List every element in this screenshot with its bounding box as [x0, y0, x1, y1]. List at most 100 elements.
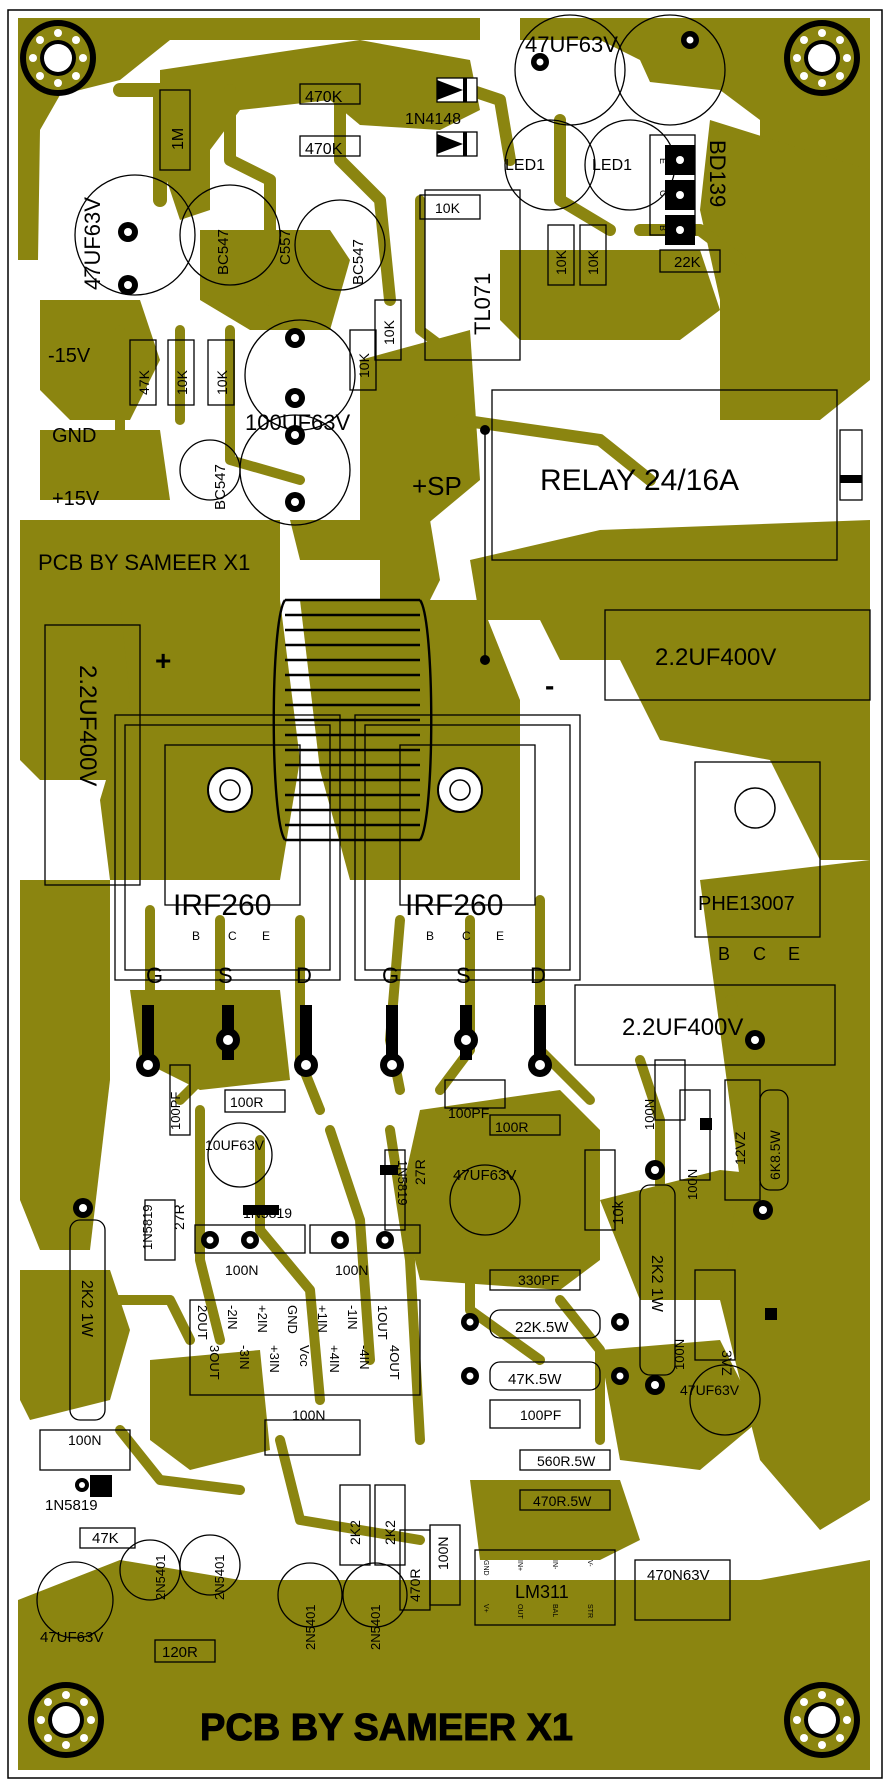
label-mosfet-right-g: G — [382, 963, 399, 988]
label-r-2k2-b: 2K2 — [382, 1520, 398, 1545]
label-mosfet-left-e: E — [262, 929, 270, 943]
label-neg15: -15V — [48, 345, 91, 367]
label-r-10k-top: 10K — [435, 200, 461, 216]
label-r-27r-b: 27R — [412, 1159, 428, 1185]
label-ic-pin-vcc: Vcc — [297, 1345, 312, 1367]
label-mosfet-left-d: D — [296, 963, 312, 988]
label-lm311-out: OUT — [516, 1604, 523, 1620]
label-bd139-pin-b: B — [658, 225, 668, 231]
label-r-27r-a: 27R — [171, 1204, 187, 1230]
label-bc547-c: BC547 — [212, 464, 229, 510]
label-bd139: BD139 — [705, 140, 730, 207]
label-r-47k-a: 47K — [136, 369, 152, 395]
label-cap-2u2-left: 2.2UF400V — [74, 665, 101, 786]
label-cap-100uf: 100UF63V — [245, 410, 351, 435]
label-ic-pin-3inn: -3IN — [237, 1345, 252, 1370]
label-mosfet-left-b: B — [192, 929, 200, 943]
label-ic-pin-2out: 2OUT — [195, 1305, 210, 1340]
label-r-22k-5w: 22K.5W — [515, 1319, 569, 1336]
label-r-2k2-1w-a: 2K2 1W — [78, 1280, 95, 1338]
label-diode-1n4148: 1N4148 — [405, 111, 461, 128]
label-2n5401-b: 2N5401 — [212, 1554, 227, 1600]
label-ic-pin-3inp: +3IN — [267, 1345, 282, 1373]
label-ic-pin-4out: 4OUT — [387, 1345, 402, 1380]
label-mosfet-left: IRF260 — [173, 889, 271, 922]
label-cap-100pf-a: 100PF — [168, 1092, 183, 1130]
label-r-100r-a: 100R — [230, 1094, 263, 1110]
label-pos15: +15V — [52, 488, 100, 510]
label-led1-a: LED1 — [505, 157, 545, 174]
label-r-10k-v1: 10K — [553, 249, 569, 275]
label-r-470k-a: 470K — [305, 89, 343, 106]
label-cap-330pf: 330PF — [518, 1272, 559, 1288]
label-mosfet-right-d: D — [530, 963, 546, 988]
label-zener-12v: 12VZ — [732, 1131, 748, 1165]
label-lm311-str: STR — [586, 1604, 593, 1618]
label-2n5401-d: 2N5401 — [368, 1604, 383, 1650]
label-cap-100n-fl: 100N — [68, 1432, 101, 1448]
label-ic-pin-2inn: -2IN — [225, 1305, 240, 1330]
label-mosfet-left-s: S — [218, 963, 233, 988]
label-lm311-vneg: V- — [586, 1560, 593, 1567]
label-supply-plus: + — [155, 645, 171, 676]
label-mosfet-right-s: S — [456, 963, 471, 988]
label-r-10k-v3: 10K — [381, 319, 397, 345]
label-ic-pin-3out: 3OUT — [207, 1345, 222, 1380]
label-cap-47uf-mid: 47UF63V — [453, 1167, 516, 1184]
label-cap-47uf-top: 47UF63V — [525, 32, 618, 57]
label-r-2k2-a: 2K2 — [347, 1520, 363, 1545]
mounting-hole-tl — [20, 20, 96, 96]
label-lm311-vpos: V+ — [482, 1604, 489, 1613]
mounting-hole-bl — [28, 1682, 104, 1758]
label-ic-pin-1out: 1OUT — [375, 1305, 390, 1340]
label-2n5401-c: 2N5401 — [303, 1604, 318, 1650]
label-d-1n5819-c: 1N5819 — [395, 1160, 410, 1206]
label-cap-47uf-right: 47UF63V — [680, 1382, 740, 1398]
component-outlines — [36, 14, 871, 1663]
label-mosfet-right-c: C — [462, 929, 471, 943]
label-cap-100n-d: 100N — [685, 1169, 700, 1200]
label-phe-pin-e: E — [788, 944, 800, 964]
label-cap-100n-g: 100N — [435, 1537, 451, 1570]
label-cap-2u2-right: 2.2UF400V — [655, 644, 776, 671]
label-ic-pin-1inn: -1IN — [345, 1305, 360, 1330]
label-r-2k2-1w-b: 2K2 1W — [648, 1255, 665, 1313]
label-d-1n5819-b: 1N5819 — [243, 1205, 292, 1221]
label-cap-100n-a: 100N — [225, 1262, 258, 1278]
label-phe-pin-c: C — [753, 944, 766, 964]
label-relay: RELAY 24/16A — [540, 464, 739, 497]
label-r-470k-b: 470K — [305, 141, 343, 158]
label-speaker: +SP — [412, 471, 462, 501]
label-c557: C557 — [277, 229, 294, 265]
mounting-hole-br — [784, 1682, 860, 1758]
label-zener-3v: 3VZ — [719, 1350, 735, 1376]
label-lm311-inn: IN- — [551, 1560, 558, 1570]
label-cap-100pf-b: 100PF — [448, 1105, 489, 1121]
inductor-coil — [272, 598, 433, 842]
label-r-6k8: 6K8.5W — [767, 1129, 783, 1180]
label-ic-pin-4inp: +4IN — [327, 1345, 342, 1373]
label-mosfet-right: IRF260 — [405, 889, 503, 922]
label-lm311-gnd: GND — [482, 1560, 489, 1576]
label-r-100r-b: 100R — [495, 1119, 528, 1135]
label-cap-2u2-mid: 2.2UF400V — [622, 1014, 743, 1041]
label-ic-pin-4inn: -4IN — [357, 1345, 372, 1370]
label-r-1m: 1M — [170, 128, 187, 150]
label-mosfet-left-g: G — [146, 963, 163, 988]
label-mosfet-left-c: C — [228, 929, 237, 943]
label-r-10k-v2: 10K — [585, 249, 601, 275]
label-supply-minus: - — [545, 670, 554, 701]
label-bd139-pin-e: E — [658, 158, 668, 164]
label-cap-470n: 470N63V — [647, 1567, 710, 1584]
label-r-10k-b: 10k — [610, 1200, 627, 1225]
label-cap-100n-e: 100N — [672, 1339, 687, 1370]
label-cap-100n-c: 100N — [642, 1099, 657, 1130]
label-d-1n5819-d: 1N5819 — [45, 1497, 98, 1514]
label-r-47k-5w: 47K.5W — [508, 1371, 562, 1388]
label-r-10k-v6: 10K — [214, 369, 230, 395]
label-r-10k-v5: 10K — [174, 369, 190, 395]
label-cap-100pf-c: 100PF — [520, 1407, 561, 1423]
label-r-560r: 560R.5W — [537, 1453, 596, 1469]
label-bc547-b: BC547 — [350, 239, 367, 285]
